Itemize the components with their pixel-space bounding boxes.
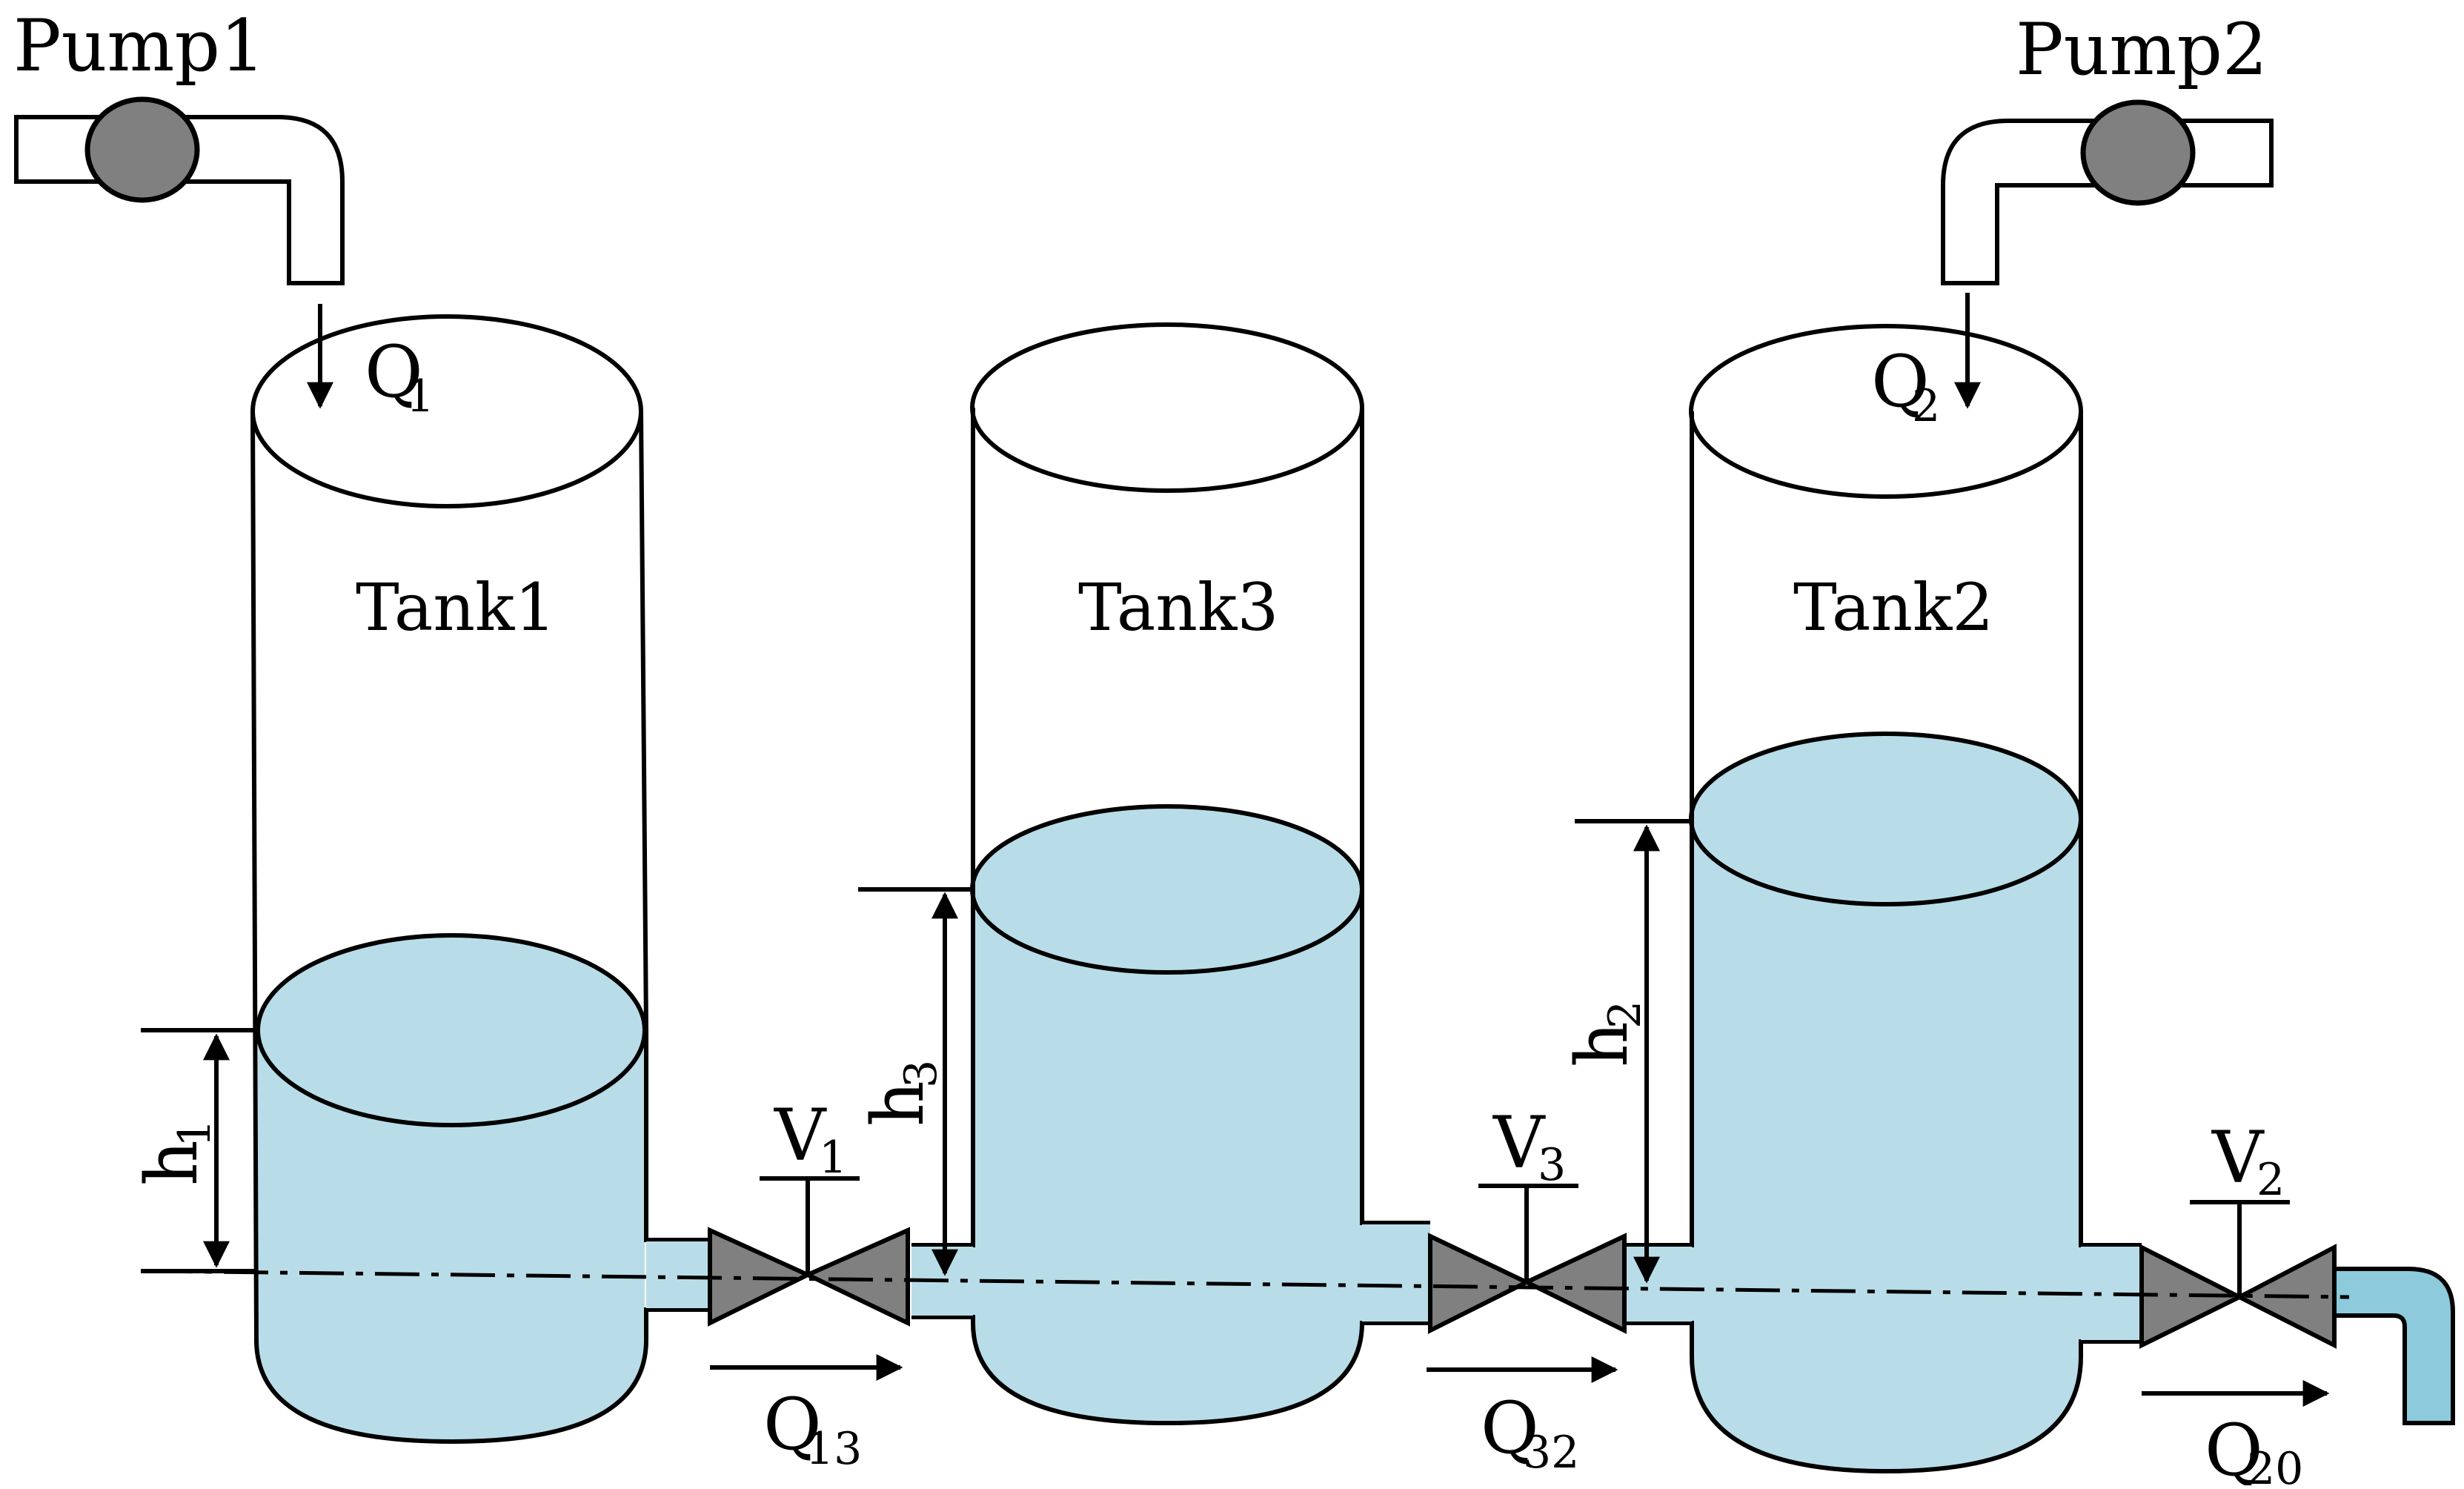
valve-v1[interactable]: V 1 xyxy=(708,1094,910,1327)
flow-q1: Q 1 xyxy=(307,304,434,422)
svg-text:2: 2 xyxy=(1599,1001,1651,1029)
tank1-wall xyxy=(250,411,710,1445)
valve-v3[interactable]: V 3 xyxy=(1428,1101,1627,1334)
tank3-water xyxy=(973,889,1362,1423)
valve-v3-label: V xyxy=(1492,1101,1546,1184)
tank2-level-label: h xyxy=(1561,1021,1644,1067)
svg-text:3: 3 xyxy=(895,1060,947,1088)
tank3-level-marker: h 3 xyxy=(857,887,973,1276)
flow-q20-label: Q xyxy=(2205,1409,2263,1485)
valve-v1-label: V xyxy=(774,1094,827,1177)
tank1-level-label: h xyxy=(130,1140,213,1186)
svg-text:13: 13 xyxy=(806,1423,862,1475)
pump1-label: Pump1 xyxy=(13,4,265,87)
svg-text:20: 20 xyxy=(2247,1443,2303,1485)
tank2-water xyxy=(1692,819,2081,1471)
svg-text:2: 2 xyxy=(1912,380,1940,432)
reference-centerline xyxy=(147,1269,2350,1299)
tank3: Tank3 xyxy=(911,322,1430,1426)
tank3-label: Tank3 xyxy=(1078,569,1278,646)
flow-q2-label: Q xyxy=(1871,340,1930,423)
pump1-icon[interactable] xyxy=(84,96,200,203)
svg-text:3: 3 xyxy=(1538,1139,1566,1191)
flow-q13-label: Q xyxy=(763,1383,822,1466)
flow-q32-label: Q xyxy=(1481,1387,1539,1470)
tank1-water xyxy=(258,1030,645,1442)
tank1-level-marker: h 1 xyxy=(130,1028,258,1273)
svg-text:2: 2 xyxy=(2257,1154,2285,1206)
flow-q13: Q 13 xyxy=(710,1354,903,1475)
tank1: Tank1 xyxy=(250,314,710,1445)
svg-text:1: 1 xyxy=(819,1132,847,1184)
svg-text:1: 1 xyxy=(406,371,434,422)
tank1-label: Tank1 xyxy=(356,569,556,646)
pump1-assembly: Pump1 xyxy=(13,4,345,285)
tank2-level-marker: h 2 xyxy=(1561,819,1692,1284)
outlet-pipe xyxy=(2332,1267,2455,1425)
tank2-label: Tank2 xyxy=(1793,569,1993,646)
flow-q20: Q 20 xyxy=(2142,1380,2330,1489)
flow-q1-label: Q xyxy=(365,331,423,414)
pump2-label: Pump2 xyxy=(2016,8,2268,91)
svg-text:32: 32 xyxy=(1523,1427,1579,1479)
pump2-assembly: Pump2 xyxy=(1941,8,2274,285)
valve-v2-label: V xyxy=(2211,1116,2265,1199)
valve-v2[interactable]: V 2 xyxy=(2139,1116,2337,1349)
tank3-level-label: h xyxy=(857,1081,940,1127)
pump2-icon[interactable] xyxy=(2080,99,2196,206)
tank2: Tank2 xyxy=(1627,324,2142,1474)
flow-q32: Q 32 xyxy=(1427,1356,1618,1479)
flow-q2: Q 2 xyxy=(1871,293,1981,432)
svg-text:1: 1 xyxy=(169,1119,221,1147)
